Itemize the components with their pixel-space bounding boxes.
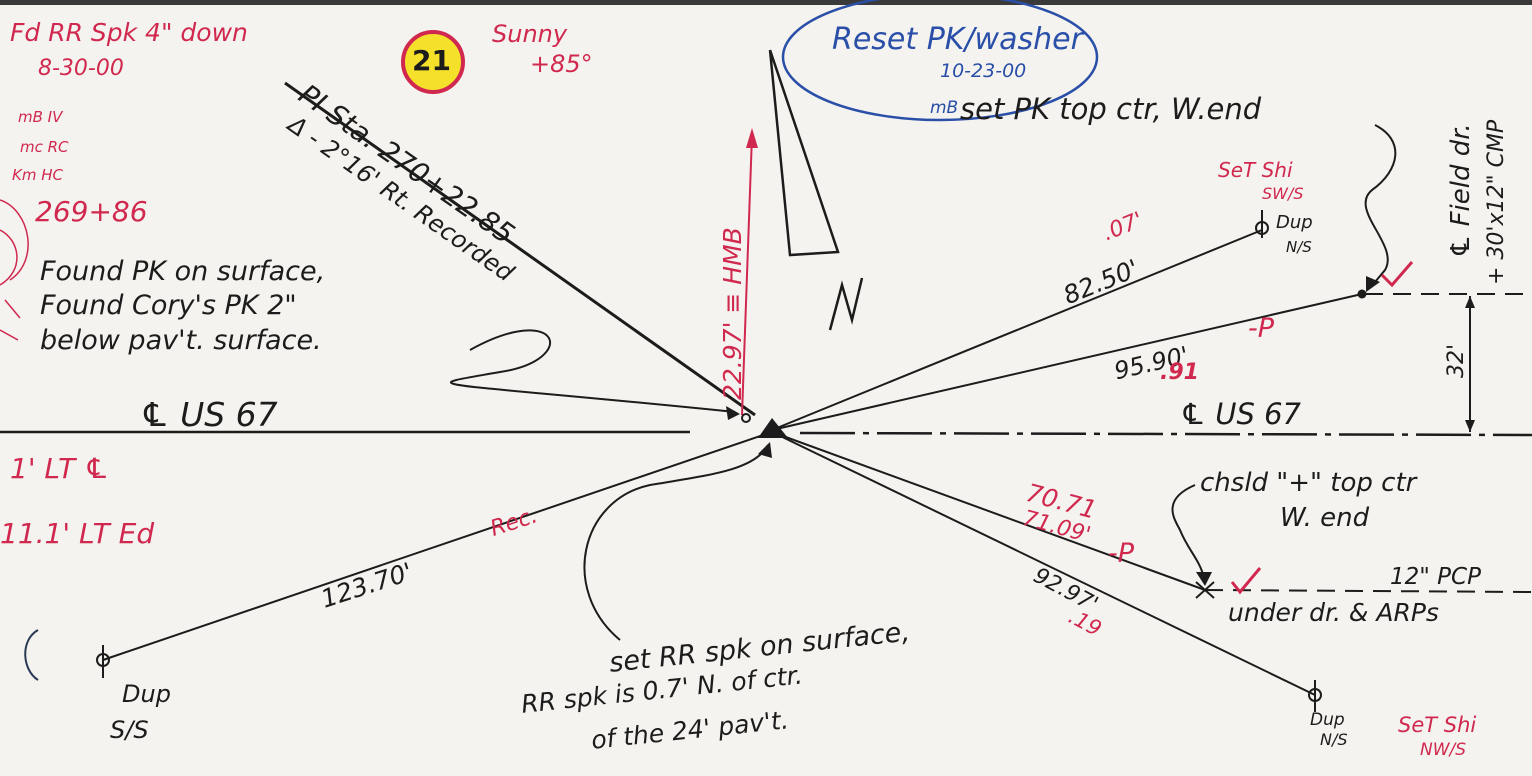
reset-title: Reset PK/washer — [832, 22, 1083, 57]
tie-line-pk — [771, 293, 1363, 431]
reset-pk-arrow-icon — [1366, 276, 1380, 292]
reset-note: set PK top ctr, W.end — [960, 92, 1262, 126]
distance-pk-red: .91 — [1160, 360, 1199, 385]
chsld-leader — [1171, 484, 1205, 579]
reset-pk-leader — [1364, 124, 1397, 289]
lt-note-1: 1' LT ℄ — [10, 452, 110, 485]
north-letter-icon — [828, 277, 864, 331]
check-mark-pk-icon — [1380, 261, 1414, 288]
pi-triangle-icon — [758, 418, 788, 438]
dup-upper-label: Dup — [1276, 212, 1313, 233]
sheet-number: 21 — [412, 44, 451, 77]
pcp-label: 12" PCP — [1390, 564, 1481, 590]
p-mark-2: -P — [1108, 538, 1135, 569]
dimension-arrow-bottom — [1465, 420, 1475, 432]
p-mark-1: -P — [1248, 313, 1275, 344]
scan-top-border — [0, 0, 1532, 5]
dup-upper-side: N/S — [1286, 238, 1312, 256]
chsld-arrow-icon — [1196, 572, 1212, 586]
pk-point-icon — [741, 413, 751, 423]
set-shiner-lower-side: NW/S — [1420, 740, 1467, 760]
found-pk-line-3: below pav't. surface. — [40, 325, 322, 356]
offset-32-label: 32' — [1444, 343, 1469, 378]
under-drain-label: under dr. & ARPs — [1228, 598, 1439, 627]
check-mark-x-icon — [1230, 567, 1262, 595]
found-spike-note: Fd RR Spk 4" down — [10, 18, 248, 47]
north-distance-line — [741, 134, 753, 416]
dup-left-side: S/S — [110, 716, 149, 744]
centerline-label-right: ℄ US 67 — [1180, 397, 1301, 431]
crew-line-3: Km HC — [12, 166, 63, 184]
weather-label: Sunny — [492, 20, 568, 48]
set-shiner-upper: SeT Shi — [1218, 158, 1293, 182]
dup-left-label: Dup — [122, 680, 171, 708]
tie-line-dup-lower-right — [771, 431, 1316, 696]
chiseled-note-2: W. end — [1280, 503, 1370, 533]
found-pk-leader — [449, 329, 736, 413]
sheet-number-highlight — [401, 30, 465, 94]
crew-line-2: mc RC — [20, 138, 69, 156]
reset-crew: mB — [930, 98, 959, 118]
centerline-label-left: ℄ US 67 — [140, 395, 278, 434]
temperature-label: +85° — [530, 50, 593, 78]
reset-oval — [781, 0, 1099, 122]
found-pk-line-1: Found PK on surface, — [40, 256, 326, 287]
found-pk-line-2: Found Cory's PK 2" — [40, 290, 297, 321]
reset-date: 10-23-00 — [940, 60, 1027, 82]
margin-scribble — [0, 199, 29, 341]
pk-washer-point — [1357, 289, 1367, 299]
set-rr-leader — [583, 444, 769, 641]
field-drain-label: ℄ Field dr. — [1446, 123, 1476, 258]
dup-upper-icon — [1255, 210, 1269, 238]
north-arrow-icon — [768, 49, 840, 257]
north-distance-label: 22.97' ≡ HMB — [718, 227, 747, 400]
dimension-arrow-top — [1465, 296, 1475, 308]
dup-lower-label: Dup — [1310, 710, 1345, 730]
tie-line-dup-left — [102, 431, 773, 661]
tie-line-dup-upper — [771, 229, 1263, 431]
found-pk-arrow-icon — [726, 406, 740, 420]
station-label: 269+86 — [35, 195, 148, 228]
dup-lower-right-icon — [1308, 680, 1322, 712]
margin-bracket — [24, 629, 39, 681]
set-shiner-lower: SeT Shi — [1398, 713, 1477, 737]
chiseled-x-icon — [1195, 581, 1215, 599]
centerline-right — [799, 431, 1532, 437]
lt-note-2: 11.1' LT Ed — [0, 517, 155, 550]
set-shiner-upper-side: SW/S — [1262, 184, 1304, 203]
dup-left-icon — [96, 645, 110, 678]
north-arrow-red-icon — [746, 128, 758, 148]
cmp-label: + 30'x12" CMP — [1484, 119, 1509, 285]
pcp-line — [1204, 589, 1532, 593]
set-rr-arrow-icon — [758, 442, 772, 458]
chiseled-note-1: chsld "+" top ctr — [1200, 468, 1417, 498]
dup-lower-side: N/S — [1320, 730, 1348, 749]
crew-line-1: mB IV — [18, 108, 63, 126]
found-date: 8-30-00 — [38, 56, 124, 81]
pi-leader-line — [284, 81, 756, 417]
tie-line-chiseled-x — [771, 431, 1206, 591]
